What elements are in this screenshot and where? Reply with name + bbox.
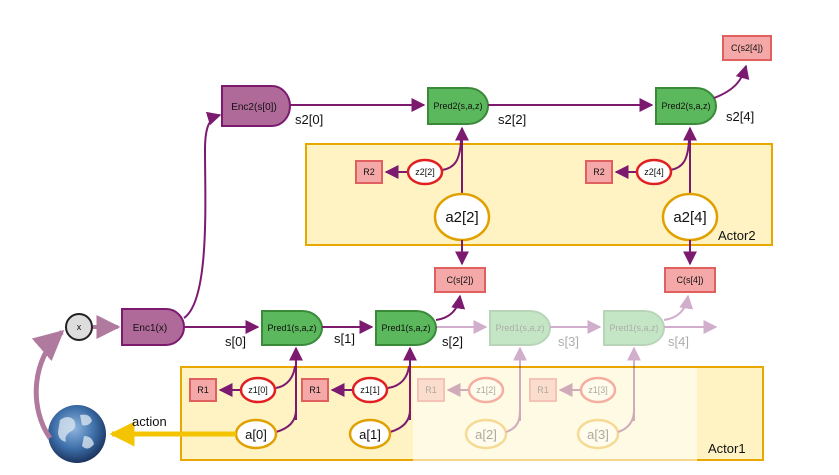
node-z2-4 [635,158,673,186]
edge-label-s-2: s[2] [442,334,463,349]
node-r1-1-label: R1 [309,385,321,395]
node-r2-0 [355,160,383,184]
node-z2-2-label: z2[2] [415,167,435,177]
node-r1-0-label: R1 [197,385,209,395]
node-z2-4-label: z2[4] [644,167,664,177]
node-pred2-0-label: Pred2(s,a,z) [433,101,482,111]
edge-a-2-curve [505,409,521,433]
edge-pred2-1-to-c-top [713,64,750,99]
node-a2-4-label: a2[4] [673,209,706,226]
edge-label-s-0: s[0] [225,334,246,349]
edge-a-3-curve [617,409,635,433]
edge-enc1-to-enc2 [183,111,222,319]
edge-z2-4-to-pred2-1 [669,139,690,171]
node-pred1-2-label: Pred1(s,a,z) [495,323,544,333]
edge-a-1-curve [389,409,411,433]
node-r2-0-label: R2 [363,167,375,177]
node-a2-2-label: a2[2] [445,209,478,226]
node-z1-1-label: z1[1] [360,385,380,395]
node-pred1-2 [489,310,552,346]
node-r1-2-label: R1 [425,385,437,395]
node-pred1-1 [375,310,438,346]
node-z1-2 [467,376,505,404]
edge-label-s2-4: s2[4] [726,109,754,124]
faded-future-rollout: Pred1(s,a,z) s[3] Pred1(s,a,z) s[4] z1[2… [417,294,718,450]
edge-label-s-1: s[1] [334,331,355,346]
edge-label-s-4: s[4] [668,334,689,349]
edge-pred1-3-to-c-s-4 [663,294,694,321]
edge-label-action: action [132,414,167,429]
node-c-s-2 [434,267,486,293]
node-r2-1 [585,160,613,184]
node-c-s-2-label: C(s[2]) [447,275,474,285]
node-z1-3 [579,376,617,404]
node-z1-3-label: z1[3] [588,385,608,395]
node-enc2 [221,85,292,127]
edge-z1-0-curve [275,365,296,389]
node-pred2-1 [655,87,718,125]
node-c-s2-4-top-label: C(s2[4]) [731,43,763,53]
edge-pred1-1-to-c-s-2 [435,294,466,321]
node-r1-0 [189,378,217,402]
edge-label-s-3: s[3] [558,334,579,349]
node-enc1-label: Enc1(x) [133,323,167,334]
node-z2-2 [406,158,444,186]
node-a-1-label: a[1] [359,427,381,442]
node-r1-3-label: R1 [537,385,549,395]
node-pred1-3 [603,310,666,346]
actor2-label: Actor2 [718,228,756,243]
node-z1-2-label: z1[2] [476,385,496,395]
node-pred1-0-label: Pred1(s,a,z) [267,323,316,333]
edge-z1-1-curve [387,365,410,389]
node-c-s-4 [664,267,716,293]
node-pred1-1-label: Pred1(s,a,z) [381,323,430,333]
edge-label-s2-2: s2[2] [498,112,526,127]
node-z1-0-label: z1[0] [248,385,268,395]
node-x [65,313,93,341]
node-x-label: x [77,322,82,332]
node-c-s-4-label: C(s[4]) [677,275,704,285]
node-a-3-label: a[3] [587,427,609,442]
node-a-0-label: a[0] [245,427,267,442]
node-pred1-0 [261,310,324,346]
node-a-3 [576,418,620,450]
earth-land [58,414,94,449]
edge-a-0-curve [275,409,297,433]
node-a-2-label: a[2] [475,427,497,442]
node-r1-3 [529,378,557,402]
node-pred2-0 [427,87,490,125]
node-enc1 [121,308,186,346]
node-pred1-3-label: Pred1(s,a,z) [609,323,658,333]
edge-earth-to-x [31,330,65,440]
edge-z2-2-to-pred2-0 [441,139,462,171]
edge-label-s2-0: s2[0] [295,112,323,127]
node-a-1 [348,418,392,450]
node-enc2-label: Enc2(s[0]) [231,102,277,113]
earth-icon [48,405,106,463]
node-pred2-1-label: Pred2(s,a,z) [661,101,710,111]
actor1-label: Actor1 [708,441,746,456]
node-r1-1 [301,378,329,402]
node-r2-1-label: R2 [593,167,605,177]
node-z1-0 [239,376,277,404]
node-a-2 [464,418,508,450]
node-c-s2-4-top [722,35,772,61]
node-z1-1 [351,376,389,404]
node-r1-2 [417,378,445,402]
